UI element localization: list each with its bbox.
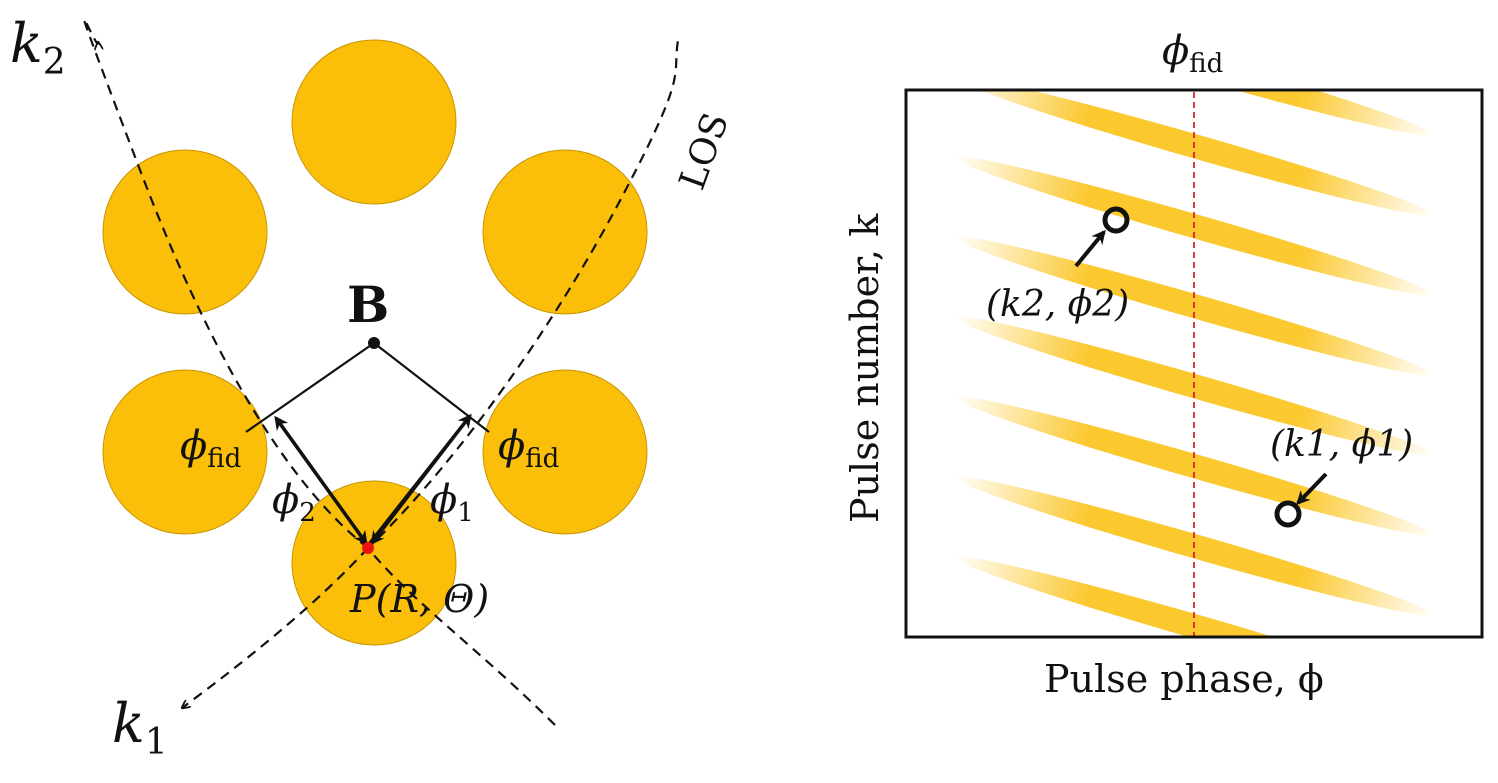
y-axis-label: Pulse number, k [843,213,887,523]
k2-label: k2 [10,12,66,83]
disk-top [291,39,457,205]
field-line-right [373,342,490,433]
phi-fid-top-label: ϕfid [1162,28,1223,79]
b-field-origin-dot [368,337,380,349]
point-p-label: P(R, Θ) [349,577,489,621]
disk-mid-right [482,369,648,535]
k1-phi1-label: (k1, ϕ1) [1270,424,1413,465]
right-plot: ϕfid (k2, ϕ2) (k1, ϕ1) Pulse phase, ϕ Pu… [843,28,1484,701]
k2-phi2-marker [1102,206,1130,234]
los-curve [366,39,680,726]
phi2-label: ϕ2 [272,477,316,528]
los-label: LOS [672,108,737,195]
phi1-label: ϕ1 [430,477,474,528]
disk-bottom [291,480,457,646]
b-field-label: B [347,275,389,334]
disk-mid-left [102,369,268,535]
k1-phi1-arrow [1296,472,1328,506]
pulsar-disks [102,39,648,646]
k1-label: k1 [112,692,168,763]
phi-fid-left-label: ϕfid [180,423,241,474]
pulse-band [953,90,1435,136]
sightline-k2-curve [82,17,369,549]
k2-phi2-arrow [1074,229,1106,268]
phi2-arrow-down [274,417,368,546]
phi1-arrow-down [370,414,472,546]
plot-frame [904,88,1484,639]
k1-phi1-marker [1274,500,1302,528]
left-diagram: k2 k1 LOS B ϕfid ϕfid ϕ2 ϕ1 P(R, Θ) [10,12,737,763]
field-line-left [245,342,375,433]
phi-fid-right-label: ϕfid [498,423,559,474]
disk-upper-right [482,149,648,315]
point-p-dot [362,542,374,554]
disk-upper-left [102,149,268,315]
k2-phi2-label: (k2, ϕ2) [986,284,1129,325]
sightline-k1-curve [182,547,369,708]
x-axis-label: Pulse phase, ϕ [1044,657,1324,701]
